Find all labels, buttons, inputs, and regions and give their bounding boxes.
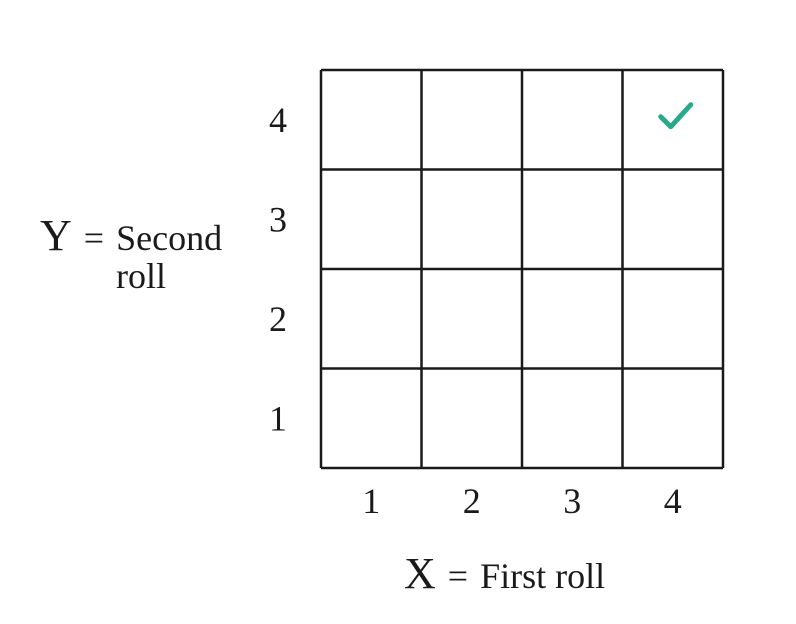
x-tick-label: 4	[664, 481, 682, 521]
marked-cells	[658, 102, 694, 130]
y-axis-title: Y = Second roll	[40, 211, 222, 296]
y-tick-label: 2	[269, 299, 287, 339]
svg-text:Y = Second: Y = Second	[40, 211, 222, 260]
y-axis-equals: =	[84, 218, 104, 258]
x-tick-labels: 1 2 3 4	[362, 481, 682, 521]
x-tick-label: 3	[563, 481, 581, 521]
x-axis-description: First roll	[480, 556, 605, 596]
svg-text:X = First roll: X = First roll	[404, 549, 605, 598]
x-axis-title: X = First roll	[404, 549, 605, 598]
x-axis-variable: X	[404, 549, 436, 598]
y-axis-description-line2: roll	[116, 256, 166, 296]
y-tick-label: 1	[269, 398, 287, 438]
check-icon	[658, 102, 694, 130]
y-axis-variable: Y	[40, 211, 72, 260]
y-tick-labels: 1 2 3 4	[269, 100, 287, 439]
y-axis-description-line1: Second	[116, 218, 222, 258]
x-axis-equals: =	[448, 556, 468, 596]
outcome-grid	[319, 68, 725, 470]
x-tick-label: 2	[463, 481, 481, 521]
y-tick-label: 3	[269, 199, 287, 239]
y-tick-label: 4	[269, 100, 287, 140]
x-tick-label: 1	[362, 481, 380, 521]
